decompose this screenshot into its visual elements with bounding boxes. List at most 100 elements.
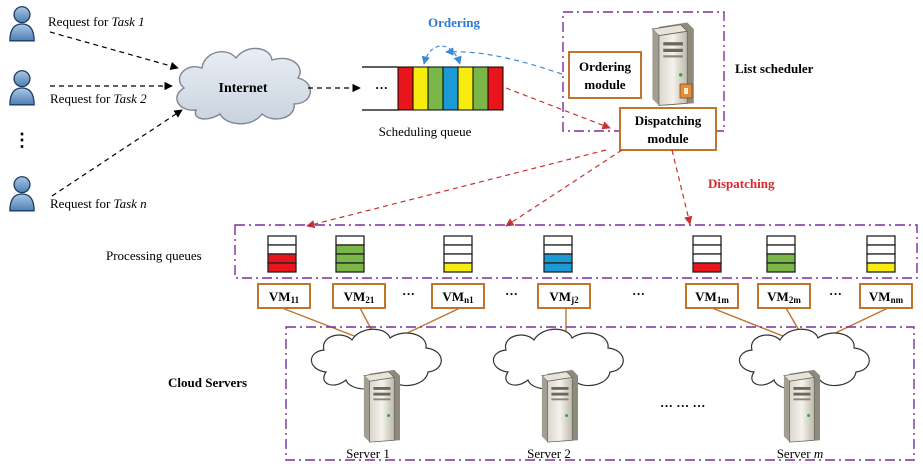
server-cloud [310, 328, 442, 390]
queue-slot [442, 66, 459, 111]
queue-cell [543, 235, 573, 246]
queue-cell [443, 262, 473, 273]
processing-queue [692, 235, 722, 273]
vm-box: VMn1 [431, 283, 485, 309]
queue-cell [766, 244, 796, 255]
server-label-2: Server 2 [527, 446, 571, 461]
queue-cell [692, 235, 722, 246]
processing-queues-label: Processing queues [106, 248, 202, 263]
queue-cell [866, 253, 896, 264]
user-icon [9, 6, 35, 42]
dispatching-label: Dispatching [708, 176, 775, 191]
queue-to-dispatcher-arrow [505, 87, 611, 130]
request-label-2: Request for Task 2 [50, 91, 147, 106]
ordering-control-arrow [445, 47, 563, 75]
queue-cell [443, 235, 473, 246]
server-cloud [738, 328, 870, 390]
user-icon [9, 70, 35, 106]
vm-label: VMj2 [549, 289, 579, 305]
request-arrow-1 [49, 31, 179, 70]
queue-slot [487, 66, 504, 111]
queue-cell [866, 262, 896, 273]
user-icon [9, 176, 35, 212]
ordering-module-box [568, 51, 642, 99]
queue-cell [267, 253, 297, 264]
cloud-servers-box [285, 326, 915, 461]
queue-cell [335, 244, 365, 255]
vm-box: VMj2 [537, 283, 591, 309]
queue-slot [412, 66, 429, 111]
queue-cell [543, 262, 573, 273]
ordering-label: Ordering [428, 15, 480, 30]
queue-cell [866, 235, 896, 246]
queue-cell [335, 235, 365, 246]
dispatch-arrow-1 [306, 149, 607, 229]
scheduler-storage-icon [679, 83, 693, 99]
processing-queue [543, 235, 573, 273]
ordering-module-line2: module [584, 77, 625, 92]
processing-queue [443, 235, 473, 273]
queue-cell [692, 244, 722, 255]
server-icon [541, 369, 579, 443]
vm-ellipsis: ··· [505, 286, 518, 301]
vm-label: VMn1 [442, 289, 474, 305]
processing-queue [866, 235, 896, 273]
dispatching-module-line1: Dispatching [635, 113, 702, 128]
queue-cell [443, 244, 473, 255]
queue-slot [397, 66, 414, 111]
processing-queue [335, 235, 365, 273]
internet-label: Internet [219, 81, 268, 96]
scheduling-queue: ··· [362, 66, 504, 111]
vm-ellipsis: ··· [632, 286, 645, 301]
queue-cell [766, 235, 796, 246]
queue-cell [692, 262, 722, 273]
user-ellipsis: ⋮ [13, 130, 31, 150]
request-label-1: Request for Task 1 [48, 14, 145, 29]
scheduling-queue-label: Scheduling queue [379, 124, 472, 139]
vm-label: VM1m [695, 289, 729, 305]
list-scheduler-label: List scheduler [735, 61, 814, 76]
queue-cell [766, 262, 796, 273]
queue-cell [543, 253, 573, 264]
queue-cell [443, 253, 473, 264]
vm-label: VM11 [269, 289, 300, 305]
ordering-swap-arrow [421, 45, 462, 65]
queue-ellipsis: ··· [375, 80, 388, 95]
queue-slot [427, 66, 444, 111]
queue-slot [472, 66, 489, 111]
queue-cell [267, 262, 297, 273]
vm-label: VM21 [344, 289, 375, 305]
server-icon [783, 369, 821, 443]
queue-cell [335, 253, 365, 264]
vm-label: VM2m [767, 289, 801, 305]
server-icon [363, 369, 401, 443]
request-label-n: Request for Task n [50, 196, 147, 211]
queue-cell [692, 253, 722, 264]
queue-cell [766, 253, 796, 264]
server-ellipsis: ··· ··· ··· [660, 398, 706, 413]
server-label-m: Server m [777, 446, 824, 461]
queue-cell [335, 262, 365, 273]
vm-box: VM1m [685, 283, 739, 309]
processing-queues-box [234, 224, 918, 279]
request-arrow-n [51, 109, 183, 197]
processing-queue [267, 235, 297, 273]
vm-box: VMnm [859, 283, 913, 309]
vm-ellipsis: ··· [402, 286, 415, 301]
queue-slot [457, 66, 474, 111]
dispatching-module-line2: module [647, 131, 688, 146]
vm-box: VM11 [257, 283, 311, 309]
vm-box: VM21 [332, 283, 386, 309]
queue-cell [866, 244, 896, 255]
cloud-servers-label: Cloud Servers [168, 375, 247, 390]
queue-cell [267, 244, 297, 255]
vm-box: VM2m [757, 283, 811, 309]
dispatch-arrow-3 [671, 149, 693, 225]
vm-ellipsis: ··· [829, 286, 842, 301]
dispatch-arrow-2 [505, 149, 623, 227]
queue-cell [543, 244, 573, 255]
server-cloud [492, 328, 624, 390]
server-label-1: Server 1 [346, 446, 390, 461]
internet-cloud [176, 47, 311, 125]
